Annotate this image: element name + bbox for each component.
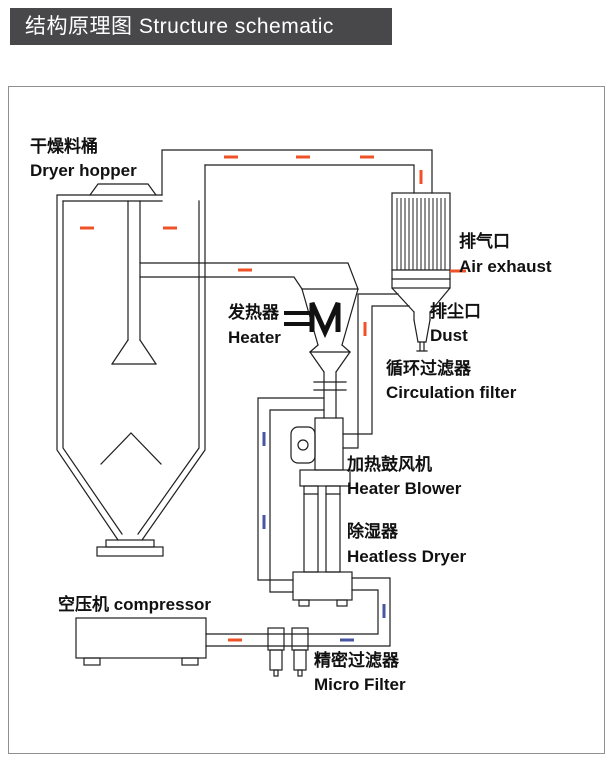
heater-terminals-icon: [284, 311, 310, 326]
hot-air-pipe: [139, 262, 359, 290]
diagram-frame: [8, 86, 605, 754]
compressed-air-pipe: [205, 577, 391, 647]
label-air-exhaust-zh: 排气口: [459, 231, 510, 251]
label-heater-blower-zh: 加热鼓风机: [346, 454, 432, 474]
heater-coil-icon: [309, 301, 341, 339]
label-compressor: 空压机 compressor: [58, 594, 211, 614]
label-air-exhaust-en: Air exhaust: [459, 257, 552, 276]
label-heatless-dryer-en: Heatless Dryer: [347, 547, 466, 566]
dryer-hopper-shape: [56, 164, 206, 557]
label-circulation-filter-zh: 循环过滤器: [386, 358, 472, 378]
return-duct-pipe: [161, 149, 433, 196]
label-dust-zh: 排尘口: [430, 301, 481, 321]
filter-hatch-icon: [395, 198, 447, 270]
label-heatless-dryer-zh: 除湿器: [347, 521, 399, 541]
label-circulation-filter-en: Circulation filter: [386, 383, 517, 402]
label-heater-zh: 发热器: [227, 302, 280, 322]
heater-blower-shape: [290, 417, 344, 471]
label-micro-filter-en: Micro Filter: [314, 675, 406, 694]
hot-flow-dashes: [80, 155, 466, 642]
label-dust-en: Dust: [430, 326, 468, 345]
labels: 干燥料桶 Dryer hopper 发热器 Heater 排气口 Air exh…: [30, 136, 552, 694]
dry-air-pipe: [257, 397, 325, 593]
micro-filter-shape: [267, 627, 309, 677]
heatless-dryer-shape: [292, 469, 353, 607]
label-heater-en: Heater: [228, 328, 281, 347]
cold-flow-dashes: [262, 432, 386, 642]
page-title: 结构原理图 Structure schematic: [10, 8, 392, 45]
dust-outlet-nozzle: [416, 341, 428, 352]
label-dryer-hopper-zh: 干燥料桶: [30, 136, 98, 156]
label-micro-filter-zh: 精密过滤器: [314, 650, 400, 670]
label-dryer-hopper-en: Dryer hopper: [30, 161, 137, 180]
circulation-pipe: [342, 293, 410, 449]
circulation-filter-shape: [391, 192, 451, 352]
label-heater-blower-en: Heater Blower: [347, 479, 462, 498]
compressor-shape: [75, 617, 207, 666]
heater-shape: [284, 288, 359, 419]
